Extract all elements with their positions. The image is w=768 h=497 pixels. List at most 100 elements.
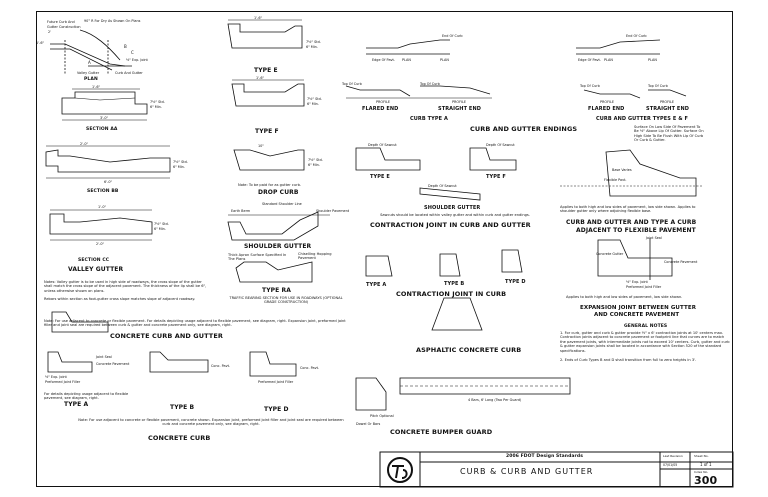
cc-label: Preformed Joint Filler — [45, 380, 81, 384]
ccg-title: CONCRETE CURB AND GUTTER — [110, 332, 223, 340]
bumper-label: 4 Bars, 6' Long (Two Per Guard) — [468, 398, 522, 402]
sg-label: Standard Shoulder Line — [262, 202, 302, 206]
curb-a-label: PLAN — [402, 58, 411, 62]
cc-label: ½" Exp. Joint — [45, 375, 67, 379]
exp-label: ½" Exp. Joint — [626, 280, 648, 284]
curb-a-label: PLAN — [440, 58, 449, 62]
asphaltic-title: ASPHALTIC CONCRETE CURB — [416, 346, 522, 354]
ef-label: PROFILE — [600, 100, 615, 104]
curb-type-a-title: CURB TYPE A — [410, 116, 448, 122]
plan-letter: C — [131, 50, 134, 55]
type-f-outline — [231, 83, 305, 107]
cj-label: Depth Of Sawcut — [368, 143, 397, 147]
ra-note: TRAFFIC BEARING SECTION FOR USE IN ROADW… — [229, 296, 343, 305]
cc-title: CONCRETE CURB — [148, 434, 211, 442]
aa-dim: 3'-0" — [100, 116, 109, 120]
exp-label: Concrete Pavement — [664, 260, 698, 264]
ef-label: Top Of Curb — [648, 84, 668, 88]
bb-dim: 2'-0" — [80, 142, 89, 146]
ef-label: PLAN — [648, 58, 657, 62]
cj-shoulder: SHOULDER GUTTER — [424, 205, 481, 211]
curb-a-label: PROFILE — [452, 100, 467, 104]
sg-label: Earth Berm — [231, 209, 251, 213]
cc-label: Concrete Pavement — [96, 362, 130, 366]
sheet-label: Sheet No. — [694, 454, 709, 458]
bumper-label: Pitch Optional — [370, 414, 394, 418]
general-notes-title: GENERAL NOTES — [624, 324, 668, 329]
plan-note: Future Curb And — [47, 20, 75, 24]
cc-dim: 7½" Std. — [154, 222, 169, 226]
ef-label: PLAN — [604, 58, 613, 62]
shoulder-gutter-title: SHOULDER GUTTER — [244, 243, 312, 250]
ef-label: End Of Curb — [626, 34, 647, 38]
type-ra-outline — [235, 261, 313, 283]
drop-note: Note: To be paid for as gutter curb. — [238, 183, 301, 187]
bumper-label: Dowel Or Bars — [356, 422, 381, 426]
curb-a-label: Edge Of Pavt. — [372, 58, 395, 62]
ra-label: Chiselling Hopping Pavement — [298, 252, 332, 261]
exp-label: Preformed Joint Filler — [626, 285, 662, 289]
section-cc-outline — [49, 213, 153, 235]
exp-label: Concrete Gutter — [596, 252, 624, 256]
plan-letter: A — [88, 60, 91, 65]
general-note-2: 2. Ends of Curb Types B and D shall tran… — [560, 358, 697, 362]
asphaltic-curb-outline — [431, 297, 483, 331]
plan-curve-1 — [50, 43, 126, 67]
plan-dim: 1'-6" — [36, 41, 45, 45]
cc-label: Joint Seal — [96, 355, 112, 359]
cj-type-e: TYPE E — [370, 174, 390, 180]
type-ra-title: TYPE RA — [262, 287, 291, 294]
revision-value: 07/01/05 — [663, 463, 678, 467]
general-note-1: 1. For curb, gutter and curb & gutter pr… — [560, 331, 730, 353]
curb-a-label: Top Of Curb — [420, 82, 440, 86]
curb-a-plan — [366, 39, 450, 49]
sheet-title: CURB & CURB AND GUTTER — [460, 467, 594, 476]
plan-curve-2 — [50, 48, 113, 71]
valley-gutter-title: VALLEY GUTTER — [68, 266, 124, 273]
flex-title-2: ADJACENT TO FLEXIBLE PAVEMENT — [576, 227, 696, 234]
plan-callout: ½" Exp. Joint — [126, 58, 148, 62]
index-label: Index No. — [694, 470, 709, 474]
ccg-note: Note: For use adjacent to concrete or fl… — [44, 319, 346, 328]
ef-label: Top Of Curb — [580, 84, 600, 88]
flex-label: Flexible Pavt. — [604, 178, 627, 182]
flared-end: FLARED END — [362, 106, 399, 112]
cjc-type-b: TYPE B — [444, 281, 465, 287]
exp-label: Joint Seal — [646, 236, 662, 240]
ef-title: CURB AND GUTTER TYPES E & F — [596, 116, 689, 122]
title-block-header: 2006 FDOT Design Standards — [506, 454, 583, 459]
cc-type-a: TYPE A — [64, 401, 89, 408]
drop-curb-outline — [233, 149, 305, 171]
drop-curb-title: DROP CURB — [258, 189, 299, 196]
plan-curve-3 — [79, 29, 121, 61]
fdot-logo — [387, 457, 413, 483]
curb-a-label: End Of Curb — [442, 34, 463, 38]
revision-label: Last Revision — [663, 454, 683, 458]
plan-title: PLAN — [84, 77, 98, 82]
section-bb-outline — [45, 149, 171, 173]
type-f-dim: 1'-6" — [256, 76, 265, 80]
type-f-dim: 7½" Std. — [307, 97, 322, 101]
section-bb-title: SECTION BB — [87, 189, 119, 194]
aa-dim: 7½" Std. — [150, 100, 165, 104]
cc-label: Conc. Pavt. — [300, 366, 319, 370]
cjc-type-a: TYPE A — [366, 282, 387, 288]
cjc-title: CONTRACTION JOINT IN CURB — [396, 290, 507, 298]
type-f-dim: 6" Min. — [307, 102, 319, 106]
cc-type-d: TYPE D — [264, 406, 289, 413]
exp-title-1: EXPANSION JOINT BETWEEN GUTTER — [580, 305, 697, 311]
cj-type-f: TYPE F — [486, 174, 506, 180]
section-aa-outline — [61, 91, 148, 115]
sg-label: Shoulder Pavement — [316, 209, 350, 213]
drop-dim: 6" Min. — [308, 163, 320, 167]
drop-dim: 7½" Std. — [308, 158, 323, 162]
flex-label: Base Varies — [612, 168, 632, 172]
valley-note-2: Rebars within section as foot-gutter cro… — [44, 297, 196, 301]
plan-dim: 2' — [48, 30, 52, 34]
cjc-type-d: TYPE D — [505, 279, 526, 285]
bb-dim: 6" Min. — [173, 165, 185, 169]
type-f-title: TYPE F — [255, 128, 279, 135]
type-e-dim: 1'-6" — [254, 16, 263, 20]
aa-dim: 6" Min. — [150, 105, 162, 109]
